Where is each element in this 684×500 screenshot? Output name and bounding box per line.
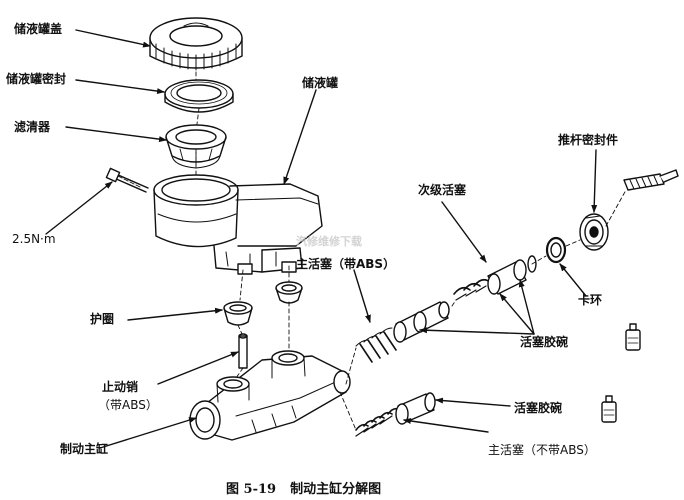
primary-piston-abs-part (355, 301, 450, 363)
label-piston-cups-lower: 活塞胶碗 (514, 401, 563, 415)
label-stop-pin: 止动销 (102, 380, 139, 394)
master-cylinder-part (189, 350, 351, 441)
figure-title: 制动主缸分解图 (290, 482, 382, 497)
filter-part (165, 124, 227, 169)
label-pushrod-seal: 推杆密封件 (558, 133, 619, 147)
label-primary-piston-abs: 主活塞（带ABS） (296, 257, 396, 271)
label-secondary-piston: 次级活塞 (418, 183, 467, 197)
alignment-guides (195, 57, 627, 431)
label-circlip: 卡环 (578, 293, 603, 307)
label-primary-piston-noabs: 主活塞（不带ABS） (488, 443, 596, 457)
label-master-cylinder: 制动主缸 (60, 442, 109, 456)
label-torque: 2.5N·m (12, 232, 56, 246)
label-grommet: 护圈 (90, 312, 115, 326)
watermark: 汽修维修下载 (296, 235, 362, 248)
label-reservoir: 储液罐 (302, 76, 339, 90)
primary-piston-noabs-part (355, 392, 436, 437)
label-reservoir-seal: 储液罐密封 (6, 72, 67, 86)
grommet-parts (223, 281, 303, 326)
secondary-piston-part (453, 255, 537, 301)
label-filter: 滤清器 (14, 120, 51, 134)
figure-number: 图 5-19 (226, 482, 277, 497)
figure-caption: 图 5-19 制动主缸分解图 (226, 478, 395, 497)
pushrod-seal-assembly-part (623, 169, 679, 191)
fluid-bottle-icons (601, 323, 641, 423)
circlip-part (545, 236, 567, 264)
bolt-part (105, 167, 149, 193)
reservoir-cap-part (149, 17, 243, 71)
label-piston-cups-upper: 活塞胶碗 (520, 335, 569, 349)
label-stop-pin-note: （带ABS） (98, 398, 158, 412)
label-reservoir-cap: 储液罐盖 (14, 22, 63, 36)
reservoir-body-part (153, 174, 323, 275)
pushrod-seal-part (579, 213, 609, 251)
reservoir-seal-part (164, 79, 234, 113)
stop-pin-part (238, 333, 248, 369)
leader-lines (45, 29, 598, 449)
